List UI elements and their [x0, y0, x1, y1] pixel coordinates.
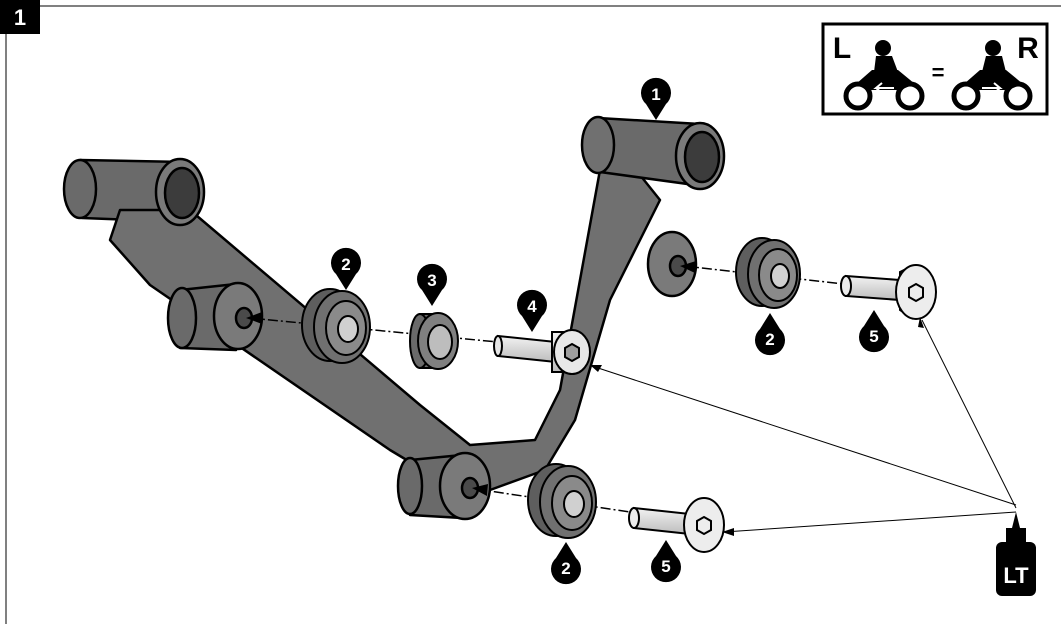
callout-part-3: 3: [417, 263, 447, 306]
callout-part-2-lower-label: 2: [561, 559, 570, 578]
countersunk-bolt-part-5-lower: [628, 497, 725, 553]
left-side-letter: L: [833, 32, 851, 65]
side-symmetry-symbol: L R =: [821, 22, 1049, 116]
step-number-badge: 1: [0, 0, 40, 34]
spacer-part-2-lower: [527, 463, 597, 539]
motorcycle-rider-right-icon: [951, 40, 1033, 111]
spacer-part-2-right: [735, 237, 801, 309]
spacer-part-2-left: [301, 288, 371, 364]
equals-sign: =: [932, 60, 945, 85]
callout-part-1-label: 1: [651, 85, 660, 104]
callout-part-5-lower: 5: [651, 540, 682, 583]
insertion-arrows: [246, 261, 696, 496]
callout-part-2-upper-left-label: 2: [341, 255, 350, 274]
callout-part-5-right-label: 5: [869, 327, 878, 346]
threadlocker-leader-lines: [591, 319, 1017, 533]
right-side-letter: R: [1017, 32, 1039, 65]
bushing-part-3: [409, 312, 459, 370]
leader-to-bolt-5-lower: [723, 511, 1017, 533]
callout-part-3-label: 3: [427, 271, 436, 290]
arrow-right-boss: [680, 261, 696, 273]
axis-lower: [475, 488, 711, 525]
callout-part-2-right: 2: [755, 313, 786, 356]
motorcycle-rider-left-icon: [843, 40, 925, 111]
leader-to-bolt-4: [591, 365, 1017, 506]
callout-part-1: 1: [641, 77, 672, 120]
callout-part-4-label: 4: [527, 297, 537, 316]
callout-part-5-lower-label: 5: [661, 557, 670, 576]
countersunk-bolt-part-5-right: [840, 264, 937, 320]
threadlocker-bottle-icon: LT: [996, 512, 1036, 596]
leader-to-bolt-5-right: [921, 319, 1017, 509]
callout-part-5-right: 5: [859, 310, 890, 353]
step-number: 1: [14, 5, 26, 30]
mounting-bracket-part-1: [62, 115, 726, 521]
leader-arrowheads: [590, 317, 924, 536]
threadlocker-label: LT: [1003, 563, 1029, 588]
callout-part-2-lower: 2: [551, 542, 582, 585]
callout-part-2-upper-left: 2: [331, 247, 362, 290]
arrow-lower-boss: [472, 484, 488, 496]
callout-part-2-right-label: 2: [765, 330, 774, 349]
socket-head-bolt-part-4: [493, 329, 591, 375]
arrow-left-boss: [246, 312, 262, 324]
callout-part-4: 4: [517, 289, 547, 332]
